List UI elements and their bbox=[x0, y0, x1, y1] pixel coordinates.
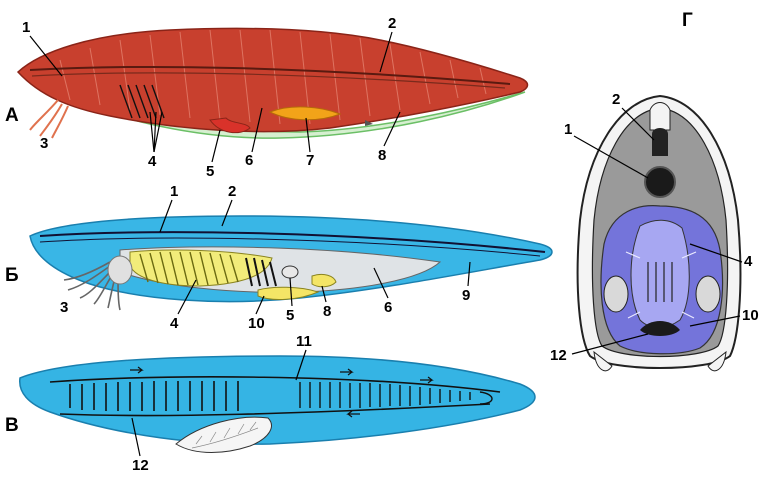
panel-v-illustration: 11 12 В bbox=[5, 333, 536, 474]
panel-v-body bbox=[19, 355, 536, 445]
panel-b-label-1: 1 bbox=[170, 183, 178, 200]
panel-v-flow-arrows bbox=[130, 366, 434, 418]
panel-g-neural-tube bbox=[652, 128, 668, 156]
panel-g-label-12: 12 bbox=[550, 347, 567, 364]
panel-g-letter: Г bbox=[682, 10, 693, 31]
panel-b-oral-tentacles bbox=[63, 261, 121, 311]
panel-a-label-8: 8 bbox=[378, 147, 386, 164]
panel-a-hepatic-outgrowth bbox=[209, 117, 251, 134]
panel-g-gonad-left bbox=[603, 275, 629, 313]
panel-b-notochord bbox=[39, 231, 546, 253]
panel-g-endostyle bbox=[640, 321, 680, 336]
panel-b-illustration: 1 2 3 4 10 5 8 6 9 Б bbox=[5, 183, 553, 332]
panel-g-label-1: 1 bbox=[564, 121, 572, 138]
panel-a-label-1: 1 bbox=[22, 19, 30, 36]
panel-b-label-10: 10 bbox=[248, 315, 265, 332]
panel-a-label-6: 6 bbox=[245, 152, 253, 169]
panel-a-label-2: 2 bbox=[388, 15, 396, 32]
panel-b-label-4: 4 bbox=[170, 315, 179, 332]
panel-g-label-10: 10 bbox=[742, 307, 759, 324]
panel-b-label-5: 5 bbox=[286, 307, 294, 324]
panel-a-oral-tentacles bbox=[29, 99, 69, 139]
panel-v-hepatic-outgrowth bbox=[175, 416, 272, 453]
panel-a-label-4: 4 bbox=[148, 153, 157, 170]
panel-g-gonad-right bbox=[695, 275, 721, 313]
panel-v-letter: В bbox=[5, 415, 19, 436]
panel-a-letter: А bbox=[5, 105, 19, 126]
panel-b-label-2: 2 bbox=[228, 183, 236, 200]
panel-b-organ-yellow bbox=[257, 286, 320, 300]
panel-b-label-6: 6 bbox=[384, 299, 392, 316]
panel-v-segmental-vessels bbox=[299, 382, 471, 408]
panel-v-branchial-arteries bbox=[69, 381, 239, 411]
panel-g-label-2: 2 bbox=[612, 91, 620, 108]
panel-g-label-4: 4 bbox=[744, 253, 753, 270]
panel-a-label-7: 7 bbox=[306, 152, 314, 169]
panel-g-notochord bbox=[644, 166, 676, 198]
panel-a-label-3: 3 bbox=[40, 135, 48, 152]
panel-b-branchial-bars bbox=[245, 257, 277, 287]
panel-a-label-5: 5 bbox=[206, 163, 214, 180]
panel-b-label-8: 8 bbox=[323, 303, 331, 320]
panel-g-dorsal-fin-chamber bbox=[649, 102, 671, 131]
panel-b-label-9: 9 bbox=[462, 287, 470, 304]
panel-a-illustration: 1 2 3 4 5 6 7 8 А bbox=[5, 15, 529, 180]
panel-v-ventral-vessel bbox=[59, 403, 491, 417]
panel-b-label-3: 3 bbox=[60, 299, 68, 316]
panel-v-dorsal-aorta bbox=[49, 376, 501, 393]
panel-b-hepatic-caecum bbox=[281, 265, 299, 279]
panel-a-gonads bbox=[268, 106, 342, 121]
panel-v-label-11: 11 bbox=[296, 333, 312, 350]
panel-b-letter: Б bbox=[5, 265, 19, 286]
panel-g-illustration: 2 1 4 10 12 Г bbox=[550, 10, 759, 372]
panel-g-pharynx bbox=[630, 219, 690, 328]
panel-b-gill-slits bbox=[139, 251, 239, 286]
panel-a-notochord bbox=[29, 65, 511, 85]
panel-v-label-12: 12 bbox=[132, 457, 149, 474]
